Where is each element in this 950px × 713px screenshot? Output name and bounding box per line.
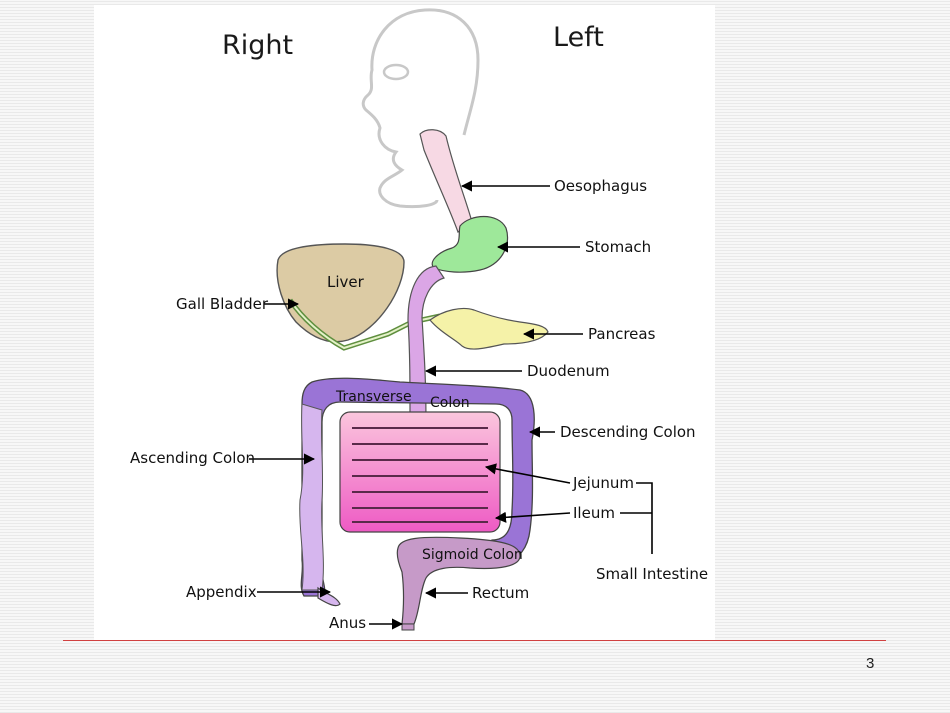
small-intestine-bracket — [620, 482, 653, 554]
label-appendix: Appendix — [186, 583, 257, 601]
label-anus: Anus — [329, 614, 366, 632]
label-small-intestine: Small Intestine — [596, 565, 708, 583]
head-outline — [361, 8, 480, 209]
label-oesophagus: Oesophagus — [554, 177, 647, 195]
label-transverse: Transverse — [335, 389, 412, 405]
appendix-shape — [317, 586, 341, 607]
footer-rule — [63, 640, 886, 641]
stomach-shape — [431, 215, 509, 273]
head-eye — [382, 63, 410, 81]
liver-shape — [276, 243, 405, 343]
page-number: 3 — [866, 655, 875, 672]
ascending-colon-shape — [299, 403, 324, 591]
label-colon: Colon — [430, 395, 470, 411]
label-stomach: Stomach — [585, 238, 651, 256]
label-liver: Liver — [327, 273, 365, 291]
pancreas-shape — [429, 307, 549, 350]
oesophagus-shape — [419, 129, 473, 233]
small-intestine — [339, 411, 501, 533]
side-title-right: Right — [222, 30, 293, 61]
label-pancreas: Pancreas — [588, 325, 656, 343]
label-ascending-colon: Ascending Colon — [130, 449, 255, 467]
label-rectum: Rectum — [472, 584, 529, 602]
side-title-left: Left — [553, 22, 604, 53]
label-gall-bladder: Gall Bladder — [176, 295, 269, 313]
label-ileum: Ileum — [573, 504, 615, 522]
label-jejunum: Jejunum — [572, 474, 634, 492]
label-duodenum: Duodenum — [527, 362, 610, 380]
sigmoid-colon-shape — [396, 536, 521, 625]
label-sigmoid-colon: Sigmoid Colon — [422, 547, 523, 563]
label-descending-colon: Descending Colon — [560, 423, 696, 441]
